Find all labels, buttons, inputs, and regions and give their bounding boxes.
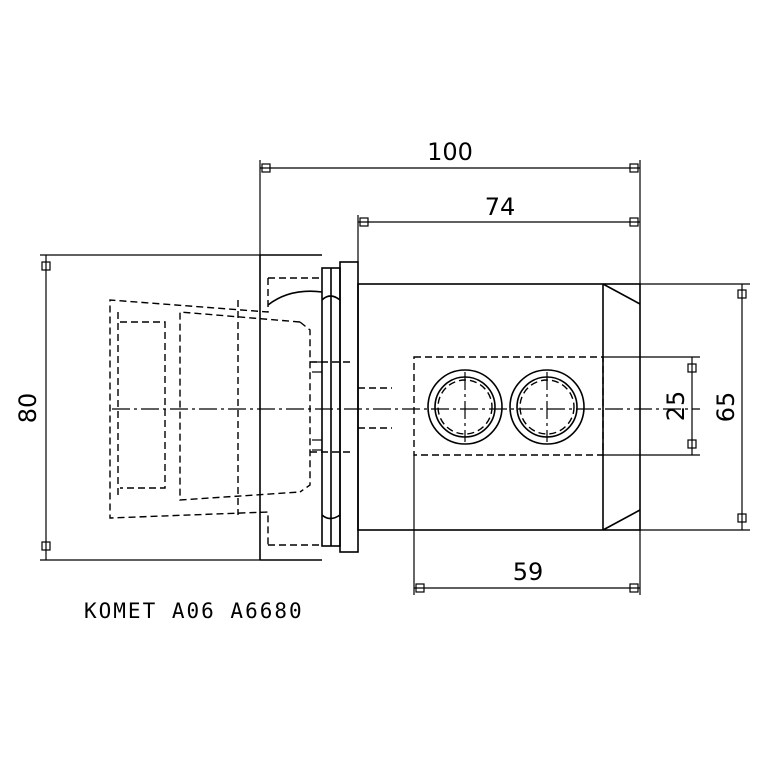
- dimension-label-100: 100: [427, 138, 473, 166]
- dimension-body-length: 74: [357, 193, 640, 262]
- dimension-body-height: 65: [640, 283, 750, 531]
- dimension-bore-block-length: 59: [413, 455, 641, 595]
- tool-body: [357, 283, 641, 531]
- dimension-label-80: 80: [14, 393, 42, 424]
- dimension-label-65: 65: [712, 392, 740, 423]
- flange: [267, 261, 359, 553]
- dimension-label-25: 25: [662, 391, 690, 422]
- dimension-label-59: 59: [513, 558, 544, 586]
- dimension-bore-spacing: 25: [603, 356, 700, 456]
- dimension-overall-length: 100: [259, 138, 641, 284]
- dimension-flange-diameter: 80: [14, 254, 260, 561]
- dimension-label-74: 74: [485, 193, 516, 221]
- shank: [109, 254, 392, 561]
- part-number-caption: KOMET A06 A6680: [84, 599, 304, 623]
